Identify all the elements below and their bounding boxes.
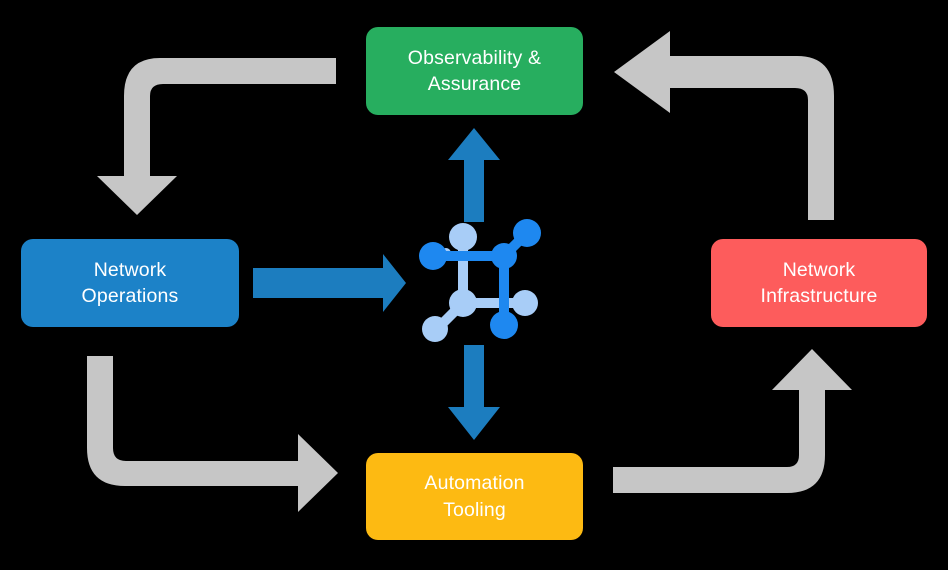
node-box-network-infrastructure[interactable]: Network Infrastructure — [711, 239, 927, 327]
node-label-automation-tooling: Automation Tooling — [424, 472, 525, 521]
network-topology-icon — [419, 219, 541, 342]
arrow-hub-to-automation — [448, 345, 500, 440]
arrow-operations-to-automation — [87, 356, 338, 512]
arrow-operations-to-hub — [253, 254, 406, 312]
node-label-observability-assurance: Observability & Assurance — [407, 46, 542, 95]
arrow-hub-to-observability — [448, 128, 500, 222]
arrow-automation-to-infrastructure — [613, 349, 852, 493]
node-box-network-operations[interactable]: Network Operations — [21, 239, 239, 327]
node-box-observability-assurance[interactable]: Observability & Assurance — [366, 27, 583, 115]
node-label-network-operations: Network Operations — [81, 258, 179, 307]
node-box-automation-tooling[interactable]: Automation Tooling — [366, 453, 583, 540]
arrow-infrastructure-to-observability — [614, 31, 834, 220]
arrow-observability-to-operations — [97, 58, 336, 215]
node-label-network-infrastructure: Network Infrastructure — [760, 258, 878, 307]
